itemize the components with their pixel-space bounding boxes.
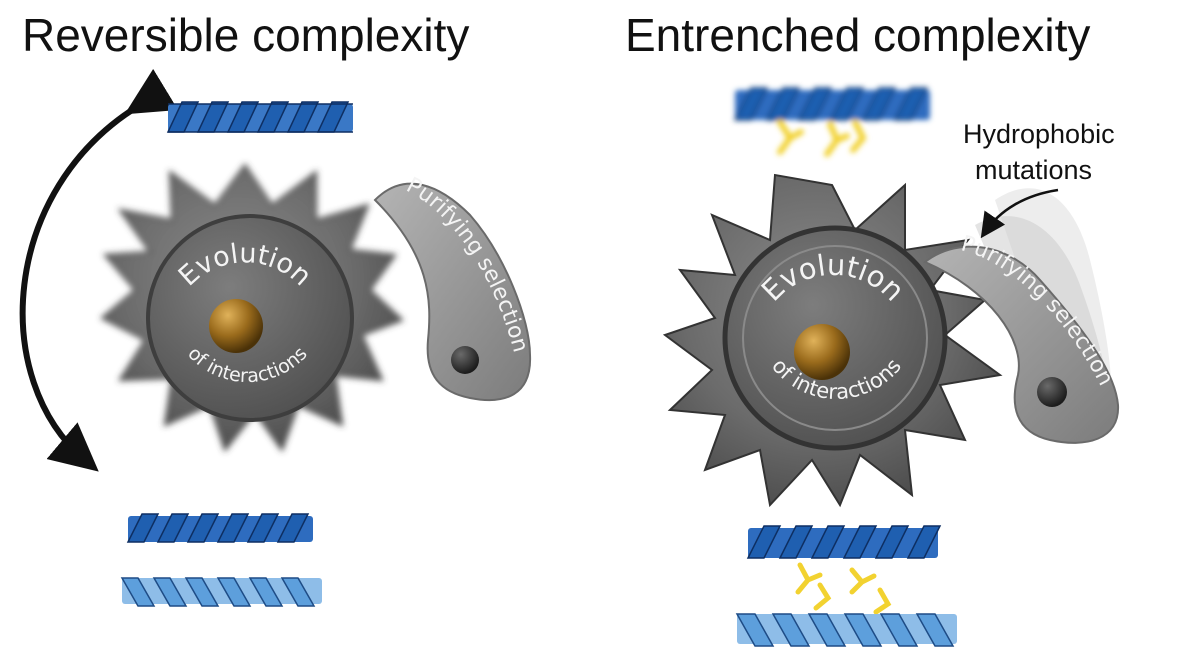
title-entrenched-complexity: Entrenched complexity — [625, 9, 1091, 61]
pawl-bolt-right — [1037, 377, 1067, 407]
helix-bottom-left-2 — [120, 577, 322, 607]
helix-bottom-left-1 — [126, 513, 313, 543]
reversibility-arrow — [19, 68, 179, 472]
pawl-left — [373, 182, 532, 402]
pawl-bolt-left — [451, 346, 479, 374]
title-reversible-complexity: Reversible complexity — [22, 9, 470, 61]
gear-rim-right — [742, 245, 928, 431]
axle-left — [209, 299, 263, 353]
annotation-hydrophobic: Hydrophobic — [963, 119, 1115, 149]
axle-right — [794, 324, 850, 380]
hydrophobic-residues — [795, 562, 892, 615]
helix-top-left — [166, 101, 353, 133]
helix-bottom-right-2 — [735, 613, 957, 647]
pawl-right — [923, 245, 1120, 444]
helix-bottom-right-1 — [746, 525, 942, 559]
helix-top-right — [733, 87, 930, 157]
annotation-mutations: mutations — [975, 155, 1093, 185]
mutation-arrow — [980, 188, 1059, 239]
